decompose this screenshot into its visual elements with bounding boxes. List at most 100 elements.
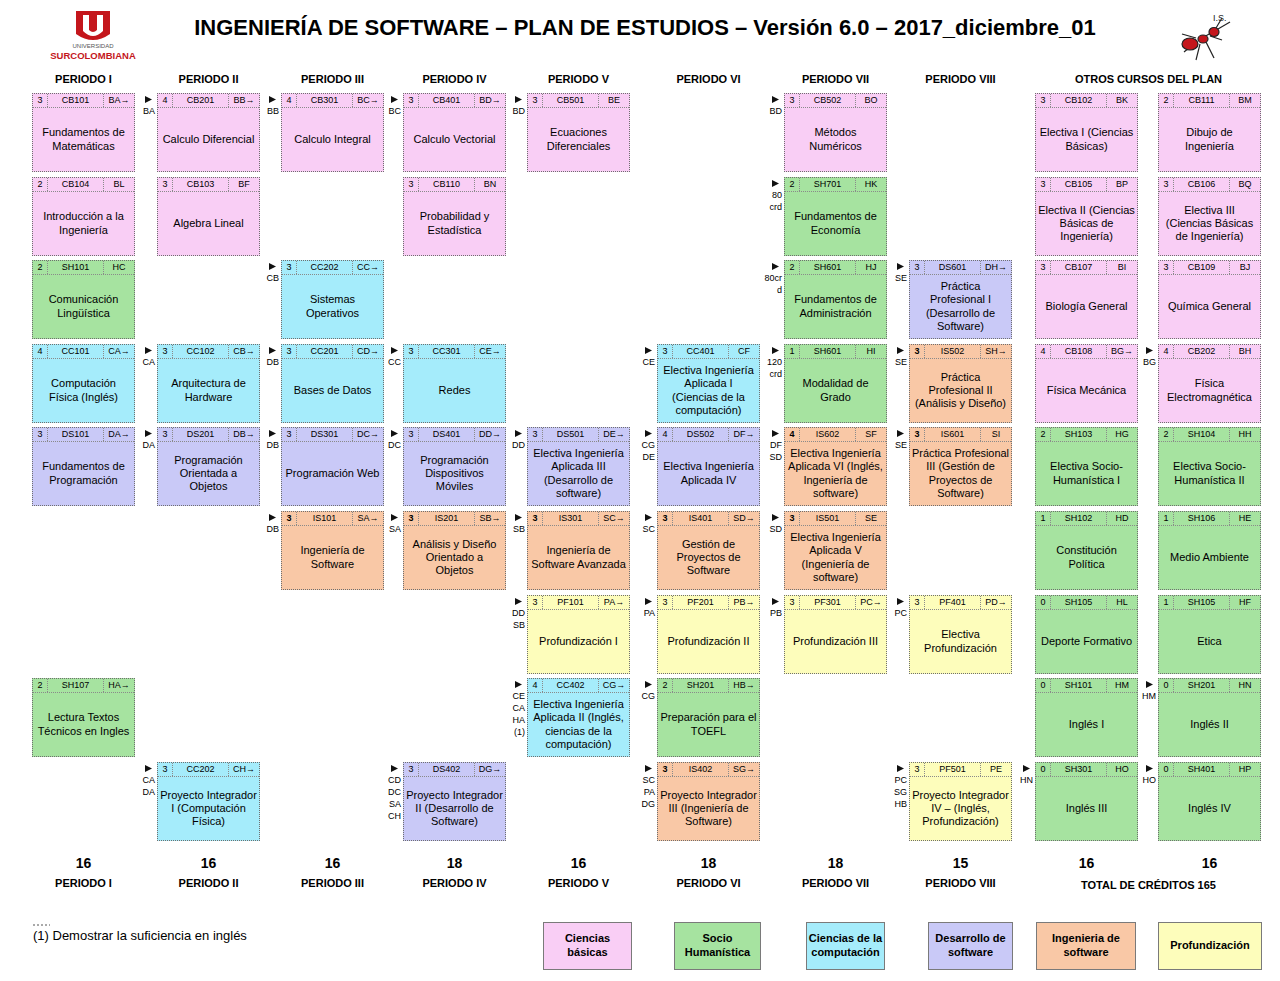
prereq-arrow — [269, 263, 276, 270]
course-code: DS201 — [173, 428, 229, 441]
course-code: SH301 — [1051, 763, 1107, 776]
course-code: IS602 — [800, 428, 856, 441]
course-box: 2SH103HGElectiva Socio-Humanística I — [1035, 427, 1138, 506]
course-code: SH102 — [1051, 512, 1107, 525]
prereq-code: SE — [885, 439, 907, 451]
course-name-area: Programación Web — [282, 442, 383, 505]
course-name: Electiva Ingeniería Aplicada VI (Inglés,… — [787, 447, 884, 500]
prereq-key: BO — [856, 94, 886, 107]
course-name: Algebra Lineal — [173, 217, 243, 230]
course-box: 3DS401DD→Programación Dispositivos Móvil… — [403, 427, 506, 506]
course-header: 0SH201HN — [1159, 679, 1260, 693]
course-name: Ingeniería de Software — [284, 544, 381, 570]
prereq-key: HG — [1107, 428, 1137, 441]
course-name-area: Comunicación Lingüística — [33, 275, 134, 338]
course-header: 3PF301PC→ — [785, 596, 886, 610]
prereq-key: HL — [1107, 596, 1137, 609]
course-name: Electiva Profundización — [912, 628, 1009, 654]
credit-total: 16 — [527, 855, 630, 871]
course-name-area: Ingeniería de Software Avanzada — [528, 526, 629, 589]
course-header: 3DS601DH→ — [910, 261, 1011, 275]
prereq-arrow — [515, 514, 522, 521]
course-code: CC101 — [48, 345, 104, 358]
credit-count: 3 — [404, 428, 419, 441]
prereq-key: CC→ — [353, 261, 383, 274]
prereq-code: HA — [503, 714, 525, 726]
prereq-arrow — [145, 765, 152, 772]
legend-swatch: Desarrollo de software — [928, 922, 1013, 970]
course-name-area: Fundamentos de Economía — [785, 192, 886, 255]
credit-total: 16 — [157, 855, 260, 871]
prereq-arrow — [772, 96, 779, 103]
course-name: Electiva III (Ciencias Básicas de Ingeni… — [1161, 204, 1258, 244]
course-header: 2SH104HH — [1159, 428, 1260, 442]
course-name: Profundización III — [793, 635, 878, 648]
prereq-key: CE→ — [475, 345, 505, 358]
credit-count: 4 — [658, 428, 673, 441]
logo-text: SURCOLOMBIANA — [38, 51, 148, 62]
prereq-arrow — [269, 96, 276, 103]
prereq-code: SE — [885, 356, 907, 368]
course-box: 1SH105HFEtica — [1158, 595, 1261, 674]
prereq-code: DA — [133, 439, 155, 451]
course-name: Fundamentos de Matemáticas — [35, 126, 132, 152]
prereq-arrow — [1146, 765, 1153, 772]
prereq-code: SD — [760, 523, 782, 535]
prereq-arrow — [772, 430, 779, 437]
course-name-area: Dibujo de Ingeniería — [1159, 108, 1260, 171]
prereq-key: HK — [856, 178, 886, 191]
course-code: DS402 — [419, 763, 475, 776]
prereq-key: DH→ — [981, 261, 1011, 274]
prereq-key: BK — [1107, 94, 1137, 107]
course-box: 3CC201CD→Bases de Datos — [281, 344, 384, 423]
prereq-arrow — [897, 765, 904, 772]
course-name-area: Proyecto Integrador IV – (Inglés, Profun… — [910, 777, 1011, 840]
course-code: SH105 — [1051, 596, 1107, 609]
course-name: Comunicación Lingüística — [35, 293, 132, 319]
course-header: 3IS401SD→ — [658, 512, 759, 526]
legend-text: Profundización — [1170, 939, 1249, 953]
course-box: 3PF101PA→Profundización I — [527, 595, 630, 674]
course-code: SH105 — [1174, 596, 1230, 609]
prereq-code: 80 — [760, 189, 782, 201]
course-name-area: Programación Orientada a Objetos — [158, 442, 259, 505]
period-header: PERIODO II — [147, 73, 270, 86]
credit-count: 3 — [528, 428, 543, 441]
course-code: CC202 — [297, 261, 353, 274]
course-name: Electiva Ingeniería Aplicada V (Ingenier… — [787, 531, 884, 584]
prereq-key: HD — [1107, 512, 1137, 525]
course-box: 1SH102HDConstitución Política — [1035, 511, 1138, 590]
course-name: Bases de Datos — [294, 384, 372, 397]
course-code: IS501 — [800, 512, 856, 525]
logo-text: I.S. — [1213, 13, 1237, 23]
course-box: 3DS601DH→Práctica Profesional I (Desarro… — [909, 260, 1012, 339]
prereq-code: DC — [379, 786, 401, 798]
course-name: Calculo Diferencial — [163, 133, 255, 146]
prereq-code: SD — [760, 451, 782, 463]
prereq-key: DE→ — [599, 428, 629, 441]
course-code: CC201 — [297, 345, 353, 358]
prereq-code: BA — [133, 105, 155, 117]
course-name-area: Lectura Textos Técnicos en Ingles — [33, 693, 134, 756]
course-header: 2CB111BM — [1159, 94, 1260, 108]
prereq-code: SC — [633, 774, 655, 786]
prereq-arrow — [391, 430, 398, 437]
prereq-key: BL — [104, 178, 134, 191]
course-code: IS101 — [297, 512, 353, 525]
title: INGENIERÍA DE SOFTWARE – PLAN DE ESTUDIO… — [120, 15, 1170, 41]
period-footer: PERIODO V — [517, 877, 640, 890]
course-name: Programación Orientada a Objetos — [160, 454, 257, 494]
course-box: 3CC202CH→Proyecto Integrador I (Computac… — [157, 762, 260, 841]
prereq-arrow — [515, 598, 522, 605]
course-header: 3CC301CE→ — [404, 345, 505, 359]
credit-count: 3 — [658, 345, 673, 358]
credit-count: 3 — [658, 512, 673, 525]
prereq-arrow — [1146, 347, 1153, 354]
prereq-code: HB — [885, 798, 907, 810]
course-header: 0SH301HO — [1036, 763, 1137, 777]
course-header: 4CB202BH — [1159, 345, 1260, 359]
course-name-area: Constitución Política — [1036, 526, 1137, 589]
credit-count: 4 — [528, 679, 543, 692]
prereq-code: CG — [633, 439, 655, 451]
